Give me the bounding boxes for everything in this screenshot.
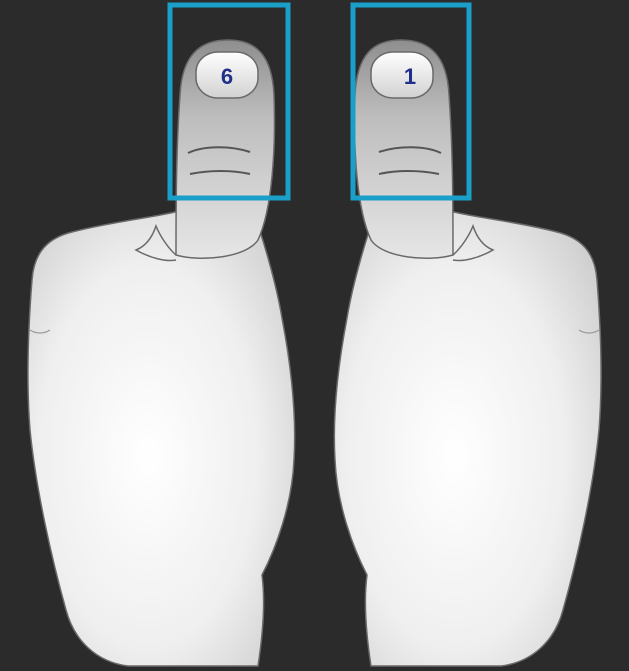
left-thumb-number: 6 (221, 64, 233, 89)
left-palm (28, 199, 295, 666)
right-thumbnail (371, 52, 433, 98)
right-palm (334, 199, 601, 666)
left-hand: 6 (28, 40, 295, 666)
right-thumb-number: 1 (404, 64, 416, 89)
